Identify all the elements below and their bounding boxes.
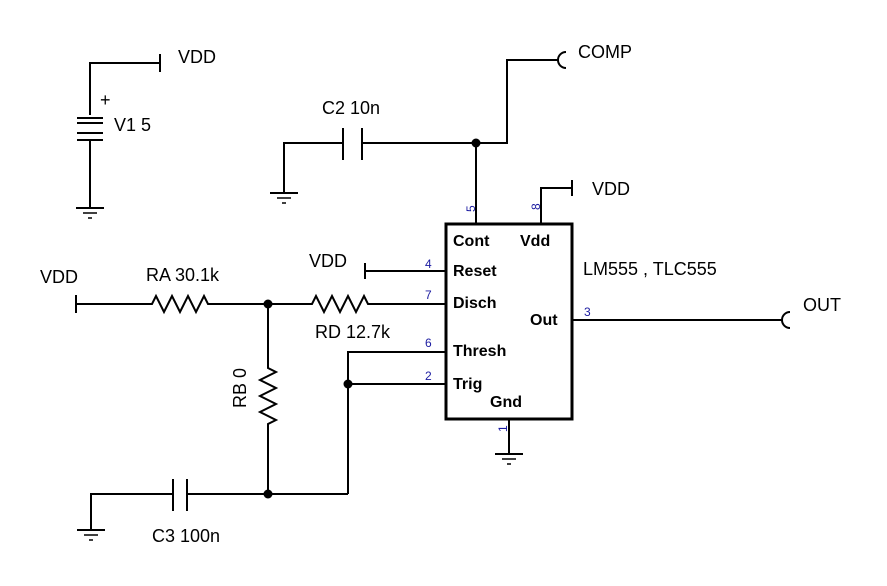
capacitor-c3 [77,479,348,541]
pin-disch-label: Disch [453,295,497,312]
pin-out-label: Out [530,312,558,329]
pin-thresh-label: Thresh [453,343,506,360]
pin-number-1: 1 [496,425,510,432]
comp-label: COMP [578,42,632,62]
junction-dot [263,489,273,499]
pin-number-3: 3 [584,305,591,319]
vdd-top-label: VDD [178,47,216,67]
vdd-reset-label: VDD [309,251,347,271]
capacitor-c2 [270,128,476,204]
ra-label: RA 30.1k [146,265,220,285]
c2-label: C2 10n [322,98,380,118]
vdd-pin8-net [540,180,573,224]
out-label: OUT [803,295,841,315]
vdd-reset-net [364,263,446,279]
rd-label: RD 12.7k [315,322,391,342]
vdd-pin8-label: VDD [592,179,630,199]
battery-v1 [76,54,161,219]
thresh-trig-net [343,351,446,494]
v1-label: V1 5 [114,115,151,135]
pin-number-8: 8 [529,203,543,210]
junction-dot [471,138,481,148]
pin-number-7: 7 [425,288,432,302]
ic-555-body [444,222,574,421]
c3-label: C3 100n [152,526,220,546]
ic-ground [495,419,523,465]
resistor-rd [268,293,446,315]
junction-dot [343,379,353,389]
pin-reset-label: Reset [453,263,497,280]
out-net [572,311,791,329]
pin-trig-label: Trig [453,376,482,393]
pin-number-4: 4 [425,257,432,271]
pin-cont-label: Cont [453,233,490,250]
pin-number-5: 5 [464,205,478,212]
pin-number-2: 2 [425,369,432,383]
rb-label: RB 0 [230,368,250,408]
pin-gnd-label: Gnd [490,394,522,411]
resistor-ra [75,293,273,315]
vdd-left-label: VDD [40,267,78,287]
resistor-rb [257,304,279,494]
pin-number-6: 6 [425,336,432,350]
pin-vdd-label: Vdd [520,233,550,250]
ic-name-label: LM555 , TLC555 [583,259,717,279]
comp-net [471,51,567,224]
battery-plus-label: + [100,90,111,110]
